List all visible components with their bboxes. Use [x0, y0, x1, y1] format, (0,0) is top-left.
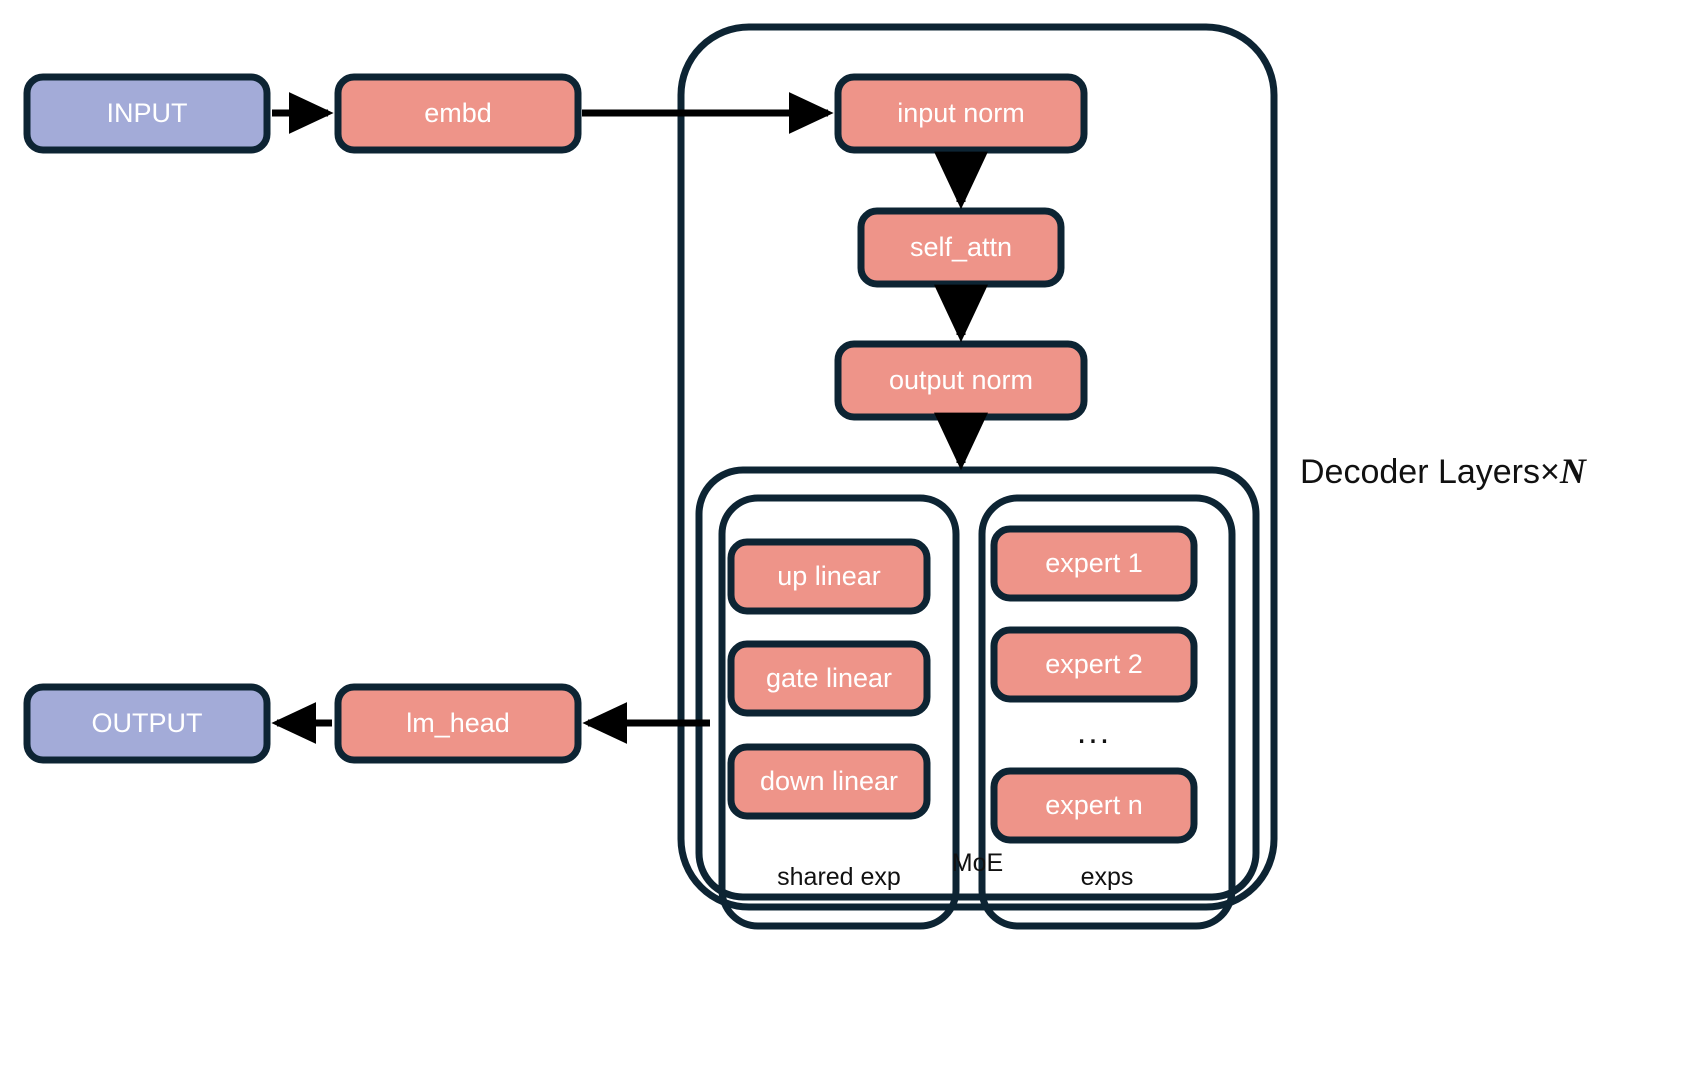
output-box[interactable] [23, 683, 271, 764]
up-linear-box[interactable] [727, 538, 931, 615]
decoder-layers-count: N [1559, 451, 1586, 491]
lm-head-box[interactable] [334, 683, 582, 764]
shared-exp-container [718, 494, 960, 930]
expert-2-box[interactable] [990, 626, 1198, 703]
shared-exp-group-label: shared exp [777, 862, 901, 891]
expert-ellipsis-label: ... [1076, 712, 1112, 751]
self-attn-box[interactable] [857, 207, 1065, 288]
expert-1-box[interactable] [990, 525, 1198, 602]
exps-group-label: exps [1080, 862, 1134, 891]
down-linear-box[interactable] [727, 743, 931, 820]
expert-n-box[interactable] [990, 767, 1198, 844]
decoder-layers-text: Decoder Layers× [1300, 453, 1560, 491]
output-norm-box[interactable] [834, 340, 1088, 421]
decoder-layer-container [677, 23, 1278, 911]
gate-linear-box[interactable] [727, 640, 931, 717]
input-norm-box[interactable] [834, 73, 1088, 154]
input-box[interactable] [23, 73, 271, 154]
moe-group-label: MoE [951, 848, 1004, 877]
decoder-layers-annotation: Decoder Layers×N [1300, 450, 1586, 492]
embd-box[interactable] [334, 73, 582, 154]
exps-container [978, 494, 1236, 930]
